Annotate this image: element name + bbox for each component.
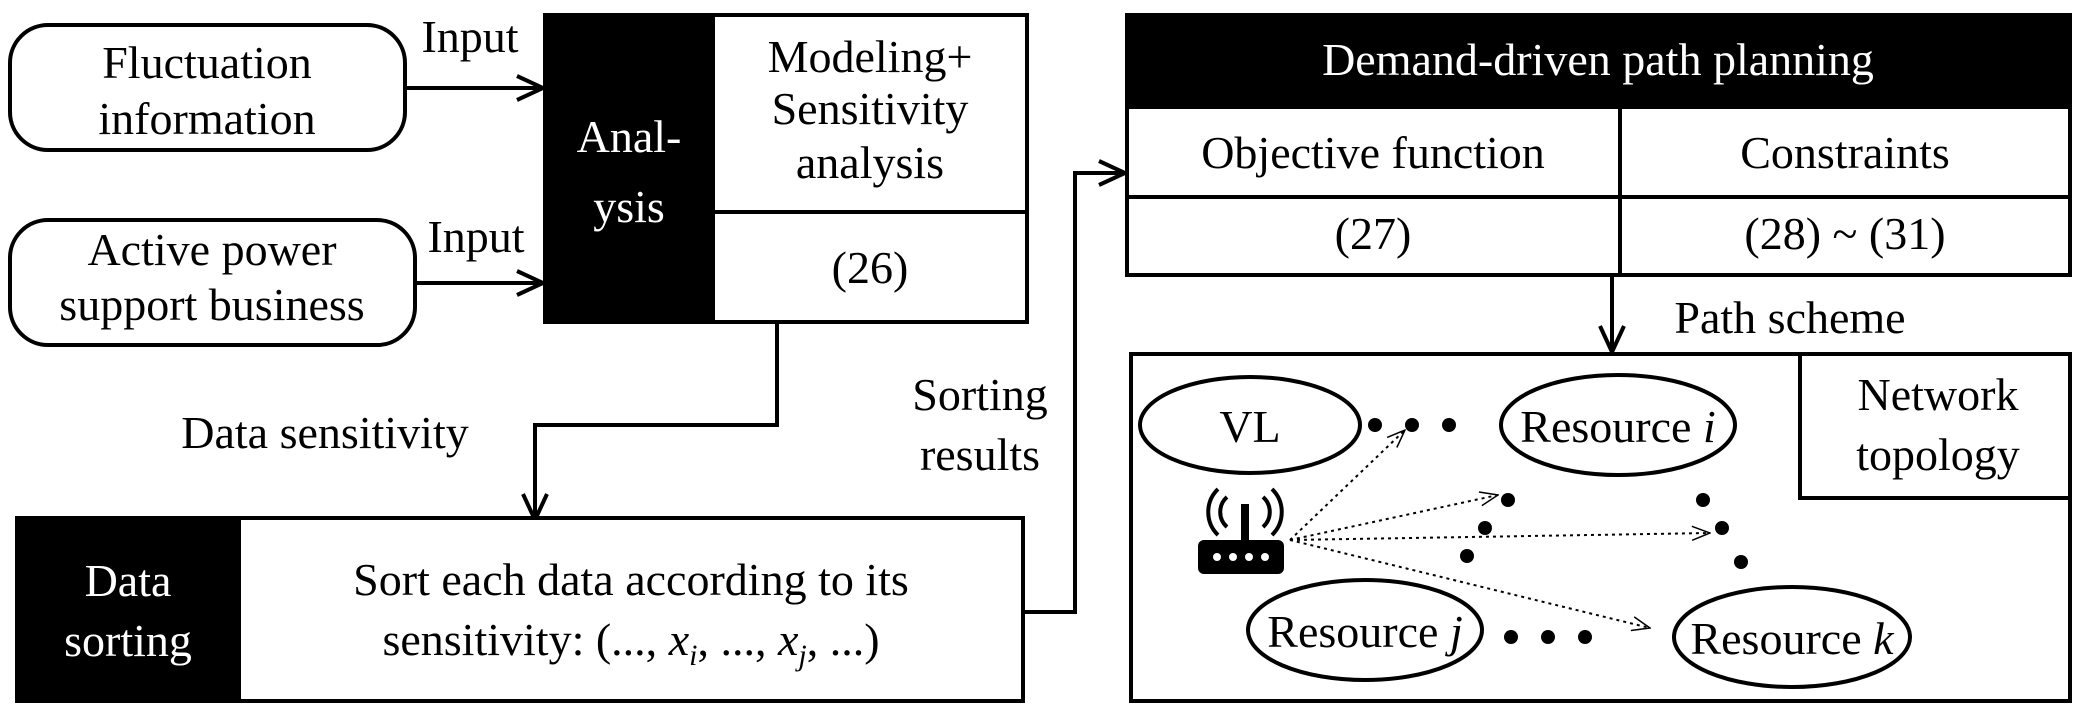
vl-label: VL [1219, 401, 1280, 452]
dot-between-j-and-k-2 [1541, 630, 1555, 644]
analysis-method-line2: Sensitivity [772, 83, 969, 134]
dot-between-vl-and-i-1 [1368, 418, 1382, 432]
route-arrow-to-resource-k [1289, 539, 1650, 628]
fluctuation-label-line2: information [98, 93, 315, 144]
analysis-method-line1: Modeling+ [768, 31, 973, 82]
dot-right-2 [1715, 521, 1729, 535]
active-power-support-box: Active power support business [8, 218, 417, 347]
sorting-results-arrow [1023, 173, 1125, 614]
data-sorting-block: Data sorting Sort each data according to… [15, 516, 1025, 703]
resource-i-node [1499, 373, 1737, 477]
sorting-results-label-line1: Sorting [912, 369, 1047, 420]
path-scheme-label: Path scheme [1674, 292, 1905, 343]
vl-node [1138, 375, 1362, 475]
data-sensitivity-label: Data sensitivity [181, 407, 468, 458]
route-arrow-to-right [1289, 533, 1710, 541]
data-sorting-side-label-line2: sorting [64, 615, 192, 666]
analysis-method-line3: analysis [796, 137, 944, 188]
dot-middle-1 [1501, 493, 1515, 507]
dot-right-3 [1734, 555, 1748, 569]
dot-between-vl-and-i-3 [1442, 418, 1456, 432]
network-topology-label-line2: topology [1856, 429, 2020, 480]
data-sorting-side-label-line1: Data [85, 555, 172, 606]
fluctuation-information-box: Fluctuation information [8, 23, 407, 152]
dot-middle-3 [1460, 549, 1474, 563]
fluctuation-label-line1: Fluctuation [102, 37, 312, 88]
constraints-equation: (28) ~ (31) [1744, 208, 1945, 259]
analysis-block: Anal- ysis Modeling+ Sensitivity analysi… [543, 13, 1029, 324]
sorting-results-label-line2: results [920, 429, 1040, 480]
analysis-side-label-line1: Anal- [577, 111, 682, 162]
dot-between-j-and-k-3 [1578, 630, 1592, 644]
resource-i-label: Resource i [1520, 401, 1715, 452]
objective-equation: (27) [1335, 208, 1412, 259]
analysis-side-label-line2: ysis [593, 181, 665, 232]
path-planning-title: Demand-driven path planning [1322, 34, 1874, 85]
resource-j-node [1246, 578, 1484, 682]
wireless-router-icon [1198, 487, 1284, 574]
data-sorting-description-line1: Sort each data according to its [353, 554, 909, 605]
dot-between-j-and-k-1 [1504, 630, 1518, 644]
data-sorting-description-line2: sensitivity: (..., xi, ..., xj, ...) [382, 614, 879, 672]
route-arrow-to-middle [1289, 495, 1498, 541]
analysis-equation: (26) [832, 242, 909, 293]
dot-middle-2 [1478, 521, 1492, 535]
objective-function-header: Objective function [1201, 127, 1545, 178]
constraints-header: Constraints [1740, 127, 1950, 178]
network-topology-label-line1: Network [1858, 369, 2019, 420]
path-planning-table: Demand-driven path planning Objective fu… [1125, 13, 2072, 277]
resource-j-label: Resource j [1267, 606, 1462, 657]
data-sensitivity-arrow [535, 322, 779, 520]
route-arrow-to-resource-i [1289, 430, 1405, 541]
dot-right-1 [1696, 493, 1710, 507]
resource-k-label: Resource k [1690, 613, 1895, 664]
input-label-2: Input [427, 211, 524, 262]
input-label-1: Input [421, 11, 518, 62]
active-power-label-line2: support business [59, 279, 364, 330]
active-power-label-line1: Active power [87, 224, 336, 275]
dot-between-vl-and-i-2 [1405, 418, 1419, 432]
resource-k-node [1672, 585, 1912, 689]
network-topology-box: Network topology VL Resource i Resource … [1129, 352, 2072, 703]
